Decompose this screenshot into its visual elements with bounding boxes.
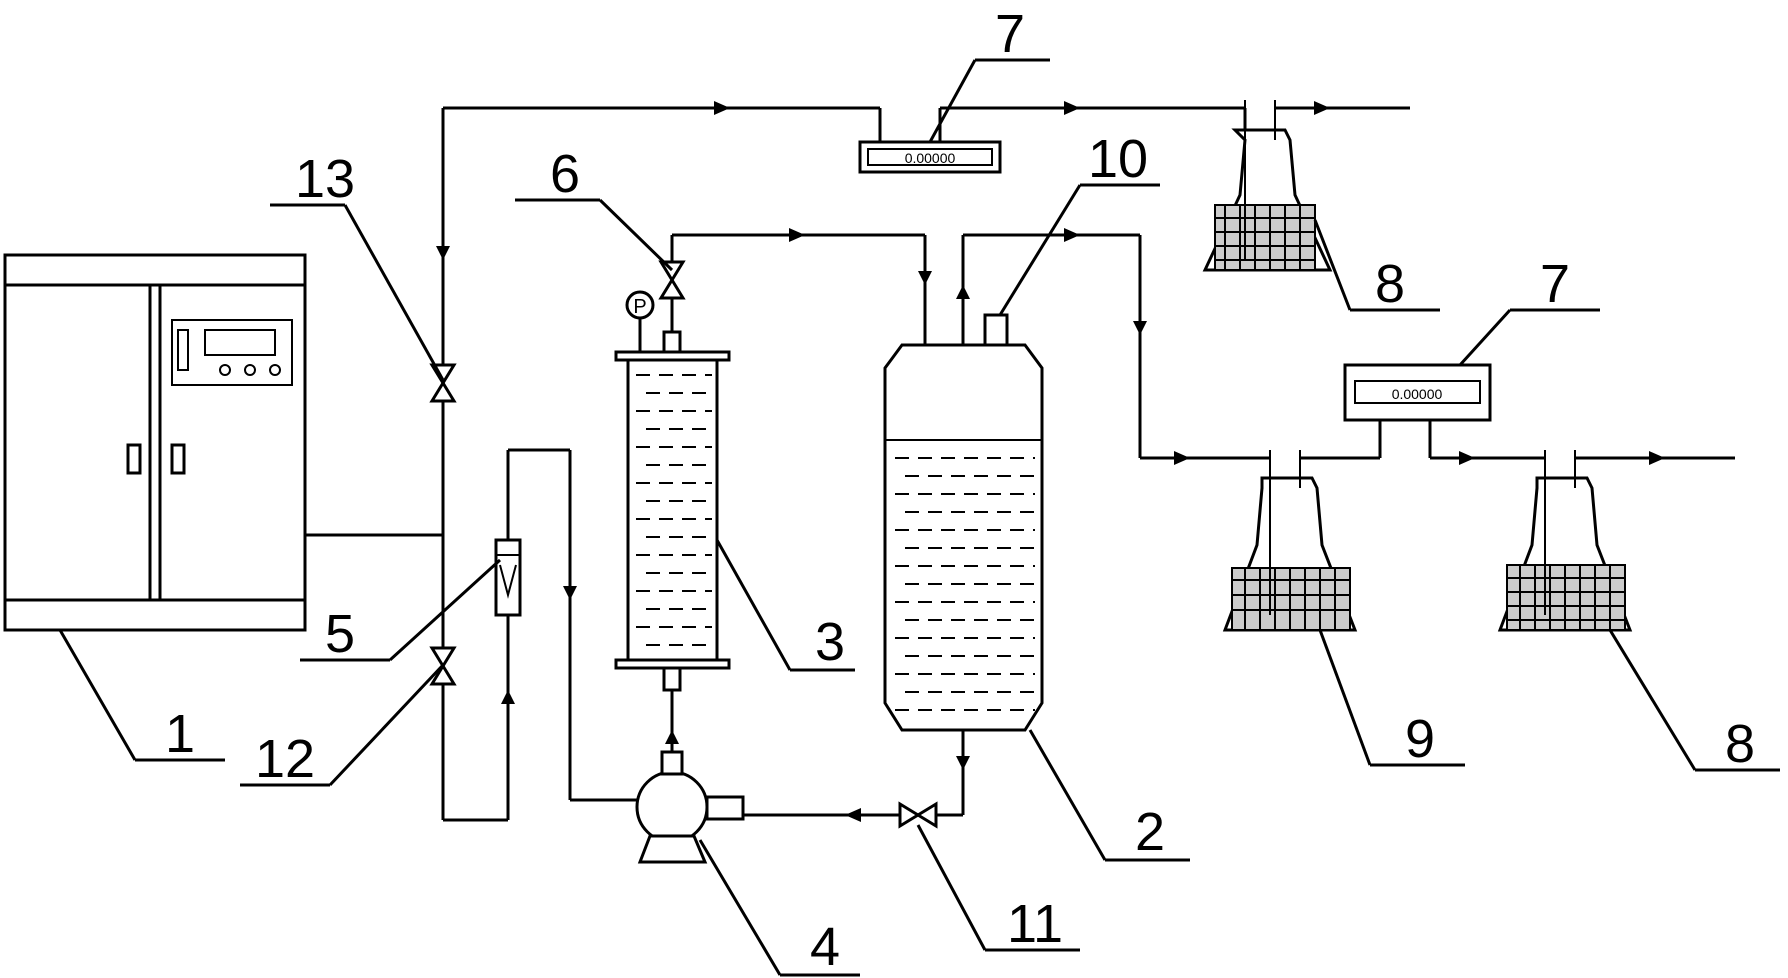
label-6: 6 bbox=[550, 144, 580, 204]
label-4: 4 bbox=[810, 917, 840, 977]
label-13: 13 bbox=[295, 149, 355, 209]
label-1: 1 bbox=[165, 704, 195, 764]
label-7-top: 7 bbox=[995, 4, 1025, 64]
meter-right-readout: 0.00000 bbox=[1392, 386, 1443, 402]
gas-manifold bbox=[441, 106, 882, 822]
label-3: 3 bbox=[815, 612, 845, 672]
label-10: 10 bbox=[1088, 129, 1148, 189]
label-8-right: 8 bbox=[1725, 714, 1755, 774]
label-7-right: 7 bbox=[1540, 254, 1570, 314]
absorption-bottle-8-top bbox=[1202, 100, 1333, 272]
gas-meter-top: 0.00000 bbox=[858, 140, 1002, 174]
reaction-vessel-2 bbox=[883, 233, 1140, 815]
control-cabinet bbox=[3, 253, 307, 632]
packed-column-3 bbox=[614, 330, 731, 670]
label-5: 5 bbox=[325, 604, 355, 664]
label-8-top: 8 bbox=[1375, 254, 1405, 314]
valve-12[interactable] bbox=[429, 646, 457, 686]
leader-lines bbox=[58, 58, 1780, 977]
valve-6[interactable] bbox=[658, 260, 686, 300]
meter-top-readout: 0.00000 bbox=[905, 150, 956, 166]
absorption-bottle-8-right bbox=[1497, 450, 1633, 632]
valve-13[interactable] bbox=[429, 363, 457, 403]
gas-meter-right: 0.00000 bbox=[1343, 363, 1492, 422]
label-11: 11 bbox=[1007, 894, 1063, 954]
pressure-gauge: P bbox=[625, 290, 655, 352]
label-12: 12 bbox=[255, 729, 315, 789]
circulation-pump-4[interactable] bbox=[635, 750, 745, 864]
absorption-bottle-9 bbox=[1222, 450, 1358, 632]
flow-arrows bbox=[436, 101, 1665, 822]
column-bottom-nozzle bbox=[662, 666, 682, 692]
flowmeter-5 bbox=[494, 538, 522, 617]
label-9: 9 bbox=[1405, 709, 1435, 769]
label-2: 2 bbox=[1135, 802, 1165, 862]
valve-11[interactable] bbox=[898, 801, 938, 829]
gauge-symbol: P bbox=[633, 296, 646, 318]
